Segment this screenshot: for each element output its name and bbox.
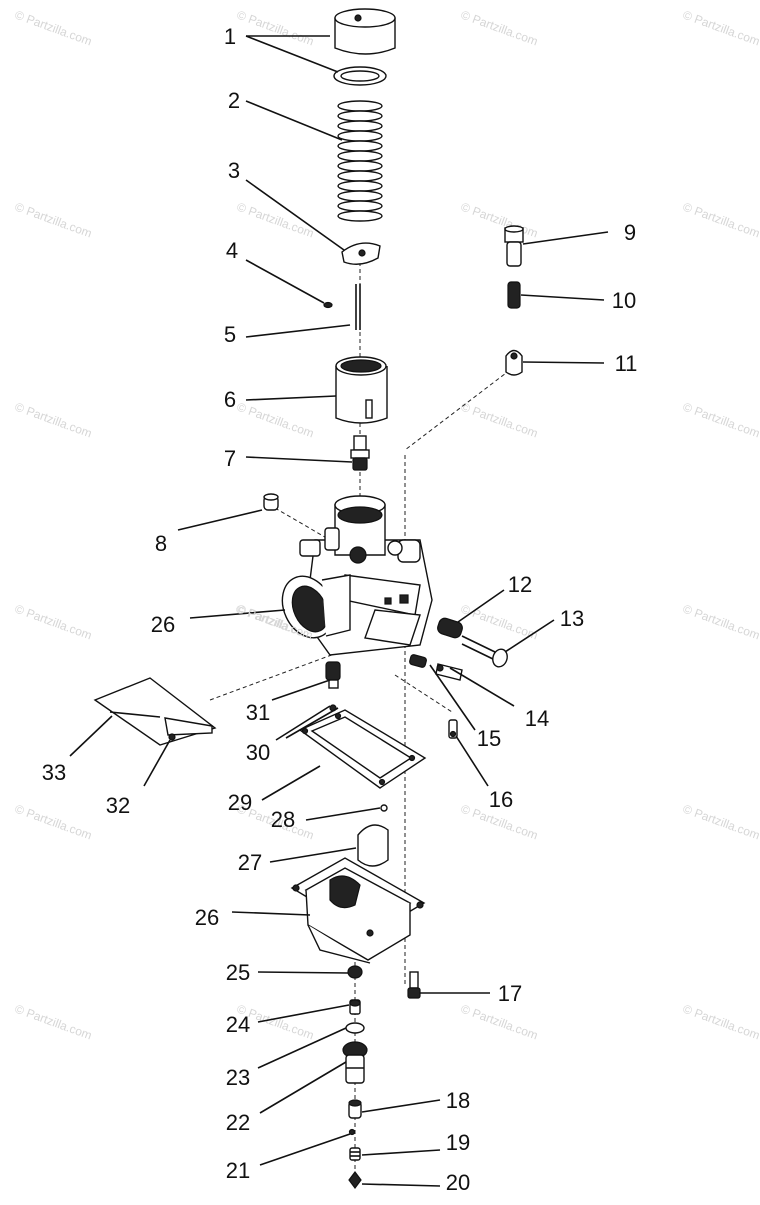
part-8-cap xyxy=(263,493,279,511)
watermark: © Partzilla.com xyxy=(13,1002,94,1043)
callout-13: 13 xyxy=(560,606,584,631)
part-26-float-bowl xyxy=(290,857,426,964)
part-24-washer xyxy=(349,999,361,1015)
part-20-seat xyxy=(348,1171,362,1189)
watermark: © Partzilla.com xyxy=(13,8,94,49)
part-26-intake-bore xyxy=(281,574,351,639)
part-18-needle xyxy=(348,1099,362,1119)
watermark: © Partzilla.com xyxy=(681,400,760,441)
part-19-spring xyxy=(349,1147,361,1161)
part-9-adjust-screw xyxy=(504,225,524,267)
part-4-clip xyxy=(323,301,333,309)
callout-28: 28 xyxy=(271,807,295,832)
callout-3: 3 xyxy=(228,158,240,183)
callout-1: 1 xyxy=(224,24,236,49)
part-29-bowl-gasket xyxy=(298,709,427,789)
part-12-idle-spring xyxy=(437,617,463,639)
watermark: © Partzilla.com xyxy=(681,1002,760,1043)
part-27-float xyxy=(357,824,389,867)
callout-12: 12 xyxy=(508,572,532,597)
watermark: © Partzilla.com xyxy=(459,200,540,241)
callout-25: 25 xyxy=(226,960,250,985)
part-33-plate xyxy=(93,677,217,746)
part-7-needle-jet xyxy=(350,435,370,471)
part-6-throttle-slide xyxy=(335,356,388,424)
watermark: © Partzilla.com xyxy=(681,602,760,643)
callout-7: 7 xyxy=(224,446,236,471)
part-23-o-ring xyxy=(345,1022,365,1034)
leader-lines xyxy=(69,35,609,1187)
part-17-drain-screw xyxy=(407,971,421,999)
callout-23: 23 xyxy=(226,1065,250,1090)
callout-17: 17 xyxy=(498,981,522,1006)
callout-26-upper: 26 xyxy=(151,612,175,637)
callout-16: 16 xyxy=(489,787,513,812)
callout-22: 22 xyxy=(226,1110,250,1135)
callout-4: 4 xyxy=(226,238,238,263)
callout-30: 30 xyxy=(246,740,270,765)
part-16-small-jet xyxy=(448,719,458,739)
part-14-pilot-screw xyxy=(435,663,463,681)
part-10-small-spring xyxy=(507,281,521,309)
watermark: © Partzilla.com xyxy=(13,602,94,643)
watermark: © Partzilla.com xyxy=(13,802,94,843)
callout-15: 15 xyxy=(477,726,501,751)
part-32-clip xyxy=(168,733,176,741)
callout-9: 9 xyxy=(624,220,636,245)
callout-31: 31 xyxy=(246,700,270,725)
watermark: © Partzilla.com xyxy=(13,400,94,441)
callout-24: 24 xyxy=(226,1012,250,1037)
callout-5: 5 xyxy=(224,322,236,347)
part-3-retainer-plate xyxy=(341,242,381,265)
callout-10: 10 xyxy=(612,288,636,313)
watermark: © Partzilla.com xyxy=(235,200,316,241)
callout-14: 14 xyxy=(525,706,549,731)
part-13-idle-screw xyxy=(461,635,508,668)
callout-labels: 1 2 3 4 5 6 7 8 9 10 11 12 13 14 15 16 1… xyxy=(42,24,638,1195)
part-25-main-jet xyxy=(347,965,363,979)
part-11-plug xyxy=(505,349,523,376)
callout-6: 6 xyxy=(224,387,236,412)
watermark: © Partzilla.com xyxy=(459,8,540,49)
callout-32: 32 xyxy=(106,793,130,818)
part-28-float-pin xyxy=(380,804,388,812)
callout-8: 8 xyxy=(155,531,167,556)
callout-11: 11 xyxy=(615,351,638,376)
callout-18: 18 xyxy=(446,1088,470,1113)
watermark: © Partzilla.com xyxy=(235,8,316,49)
watermark: © Partzilla.com xyxy=(681,8,760,49)
part-5-jet-needle xyxy=(355,284,361,330)
watermark: © Partzilla.com xyxy=(235,400,316,441)
watermark: © Partzilla.com xyxy=(681,200,760,241)
callout-2: 2 xyxy=(228,88,240,113)
callout-21: 21 xyxy=(226,1158,250,1183)
part-2-spring xyxy=(337,100,383,222)
callout-26-lower: 26 xyxy=(195,905,219,930)
watermark: © Partzilla.com xyxy=(681,802,760,843)
callout-20: 20 xyxy=(446,1170,470,1195)
part-15-pilot-spring xyxy=(409,654,427,668)
part-22-jet-holder xyxy=(342,1041,368,1084)
watermark: © Partzilla.com xyxy=(13,200,94,241)
callout-27: 27 xyxy=(238,850,262,875)
part-1-top-cap xyxy=(333,8,396,86)
watermark: © Partzilla.com xyxy=(459,400,540,441)
callout-29: 29 xyxy=(228,790,252,815)
part-21-clip xyxy=(348,1128,356,1136)
callout-33: 33 xyxy=(42,760,66,785)
part-31-jet-holder xyxy=(325,661,341,689)
callout-19: 19 xyxy=(446,1130,470,1155)
watermark: © Partzilla.com xyxy=(459,1002,540,1043)
